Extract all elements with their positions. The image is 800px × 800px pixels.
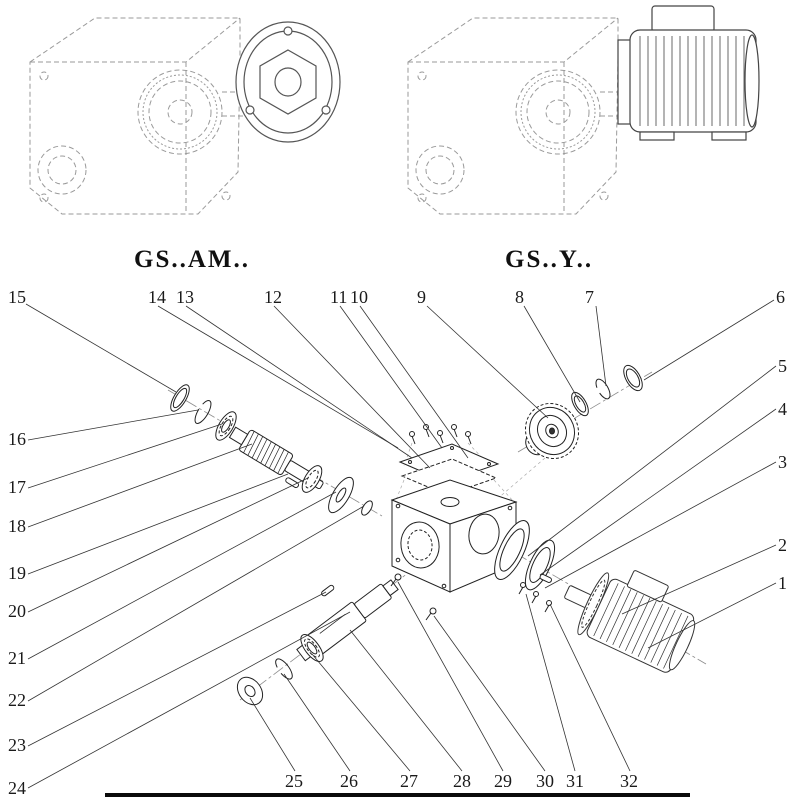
leader-line-17 xyxy=(27,423,223,489)
callout-1: 1 xyxy=(778,573,787,593)
callout-5: 5 xyxy=(778,356,787,376)
flange-disc xyxy=(235,21,341,143)
part-output-bearing xyxy=(300,634,324,662)
part-small-ring xyxy=(361,500,373,516)
part-housing xyxy=(390,479,518,593)
callout-20: 20 xyxy=(8,601,26,621)
leader-line-5 xyxy=(527,365,777,557)
part-cover-screws xyxy=(409,424,472,445)
part-gear-ring xyxy=(623,364,643,392)
part-key xyxy=(285,477,299,488)
part-input-bearing-2 xyxy=(301,465,323,493)
callout-4: 4 xyxy=(778,399,787,419)
callout-22: 22 xyxy=(8,690,26,710)
part-gear-washer xyxy=(571,391,589,417)
motor-sketch xyxy=(617,5,760,141)
leader-line-11 xyxy=(339,305,443,449)
callout-27: 27 xyxy=(400,771,418,791)
leader-line-30 xyxy=(433,615,546,772)
leader-line-16 xyxy=(27,409,199,441)
part-screw-b xyxy=(425,607,437,621)
part-pin xyxy=(321,584,335,597)
part-gear xyxy=(524,402,580,460)
leader-line-26 xyxy=(283,673,351,772)
sketch-gearbox-am xyxy=(29,17,341,215)
part-gear-circlip xyxy=(595,378,611,400)
leader-line-23 xyxy=(27,591,327,747)
leader-line-22 xyxy=(27,505,365,702)
callout-25: 25 xyxy=(285,771,303,791)
part-output-flange-ring xyxy=(494,520,530,580)
footer-divider xyxy=(105,793,690,797)
leader-line-18 xyxy=(27,443,253,528)
part-motor xyxy=(564,570,696,673)
callout-26: 26 xyxy=(340,771,358,791)
leader-line-24 xyxy=(27,611,351,789)
leader-line-19 xyxy=(27,473,289,575)
leader-line-9 xyxy=(426,305,549,419)
sketch-gearbox-y xyxy=(407,5,760,215)
leader-line-10 xyxy=(359,305,469,459)
callout-8: 8 xyxy=(515,287,524,307)
leader-line-2 xyxy=(621,544,777,615)
leader-line-29 xyxy=(397,581,504,772)
callout-30: 30 xyxy=(536,771,554,791)
part-input-bearing xyxy=(215,411,237,441)
callout-31: 31 xyxy=(566,771,584,791)
callout-21: 21 xyxy=(8,648,26,668)
leader-line-25 xyxy=(249,697,296,772)
leader-line-20 xyxy=(27,477,309,613)
callout-17: 17 xyxy=(8,477,26,497)
model-label-gs-y: GS..Y.. xyxy=(505,246,594,273)
leader-lines xyxy=(25,299,777,789)
leader-line-6 xyxy=(643,299,775,381)
callout-18: 18 xyxy=(8,516,26,536)
leader-line-31 xyxy=(525,593,576,772)
leader-line-21 xyxy=(27,491,337,660)
model-label-gs-am: GS..AM.. xyxy=(134,246,250,273)
callout-7: 7 xyxy=(585,287,594,307)
leader-line-32 xyxy=(549,603,631,772)
part-motor-screws xyxy=(518,573,552,613)
callout-23: 23 xyxy=(8,735,26,755)
callout-13: 13 xyxy=(176,287,194,307)
callout-32: 32 xyxy=(620,771,638,791)
leader-line-14 xyxy=(157,305,399,449)
callout-14: 14 xyxy=(148,287,166,307)
leader-line-12 xyxy=(273,305,431,469)
callout-10: 10 xyxy=(350,287,368,307)
callout-6: 6 xyxy=(776,287,785,307)
leader-line-13 xyxy=(185,305,413,459)
part-screw-a xyxy=(390,573,402,587)
part-input-circlip xyxy=(194,400,212,424)
leader-line-8 xyxy=(523,305,581,403)
part-flange-gasket xyxy=(524,539,556,591)
callout-3: 3 xyxy=(778,452,787,472)
callout-16: 16 xyxy=(8,429,26,449)
leader-line-1 xyxy=(647,582,777,649)
leader-line-28 xyxy=(349,629,463,772)
leader-line-15 xyxy=(25,303,177,393)
part-output-washer xyxy=(236,676,264,706)
callout-15: 15 xyxy=(8,287,26,307)
callout-2: 2 xyxy=(778,535,787,555)
callout-24: 24 xyxy=(8,778,26,798)
part-disc-washer xyxy=(328,476,354,514)
callout-19: 19 xyxy=(8,563,26,583)
leader-line-3 xyxy=(544,461,777,589)
callout-29: 29 xyxy=(494,771,512,791)
leader-line-27 xyxy=(311,653,411,772)
callout-11: 11 xyxy=(330,287,348,307)
callout-12: 12 xyxy=(264,287,282,307)
leader-line-4 xyxy=(539,408,777,576)
callout-9: 9 xyxy=(417,287,426,307)
leader-line-7 xyxy=(595,305,607,387)
part-input-seal-ring xyxy=(170,384,190,412)
callout-28: 28 xyxy=(453,771,471,791)
part-output-circlip xyxy=(275,658,293,680)
